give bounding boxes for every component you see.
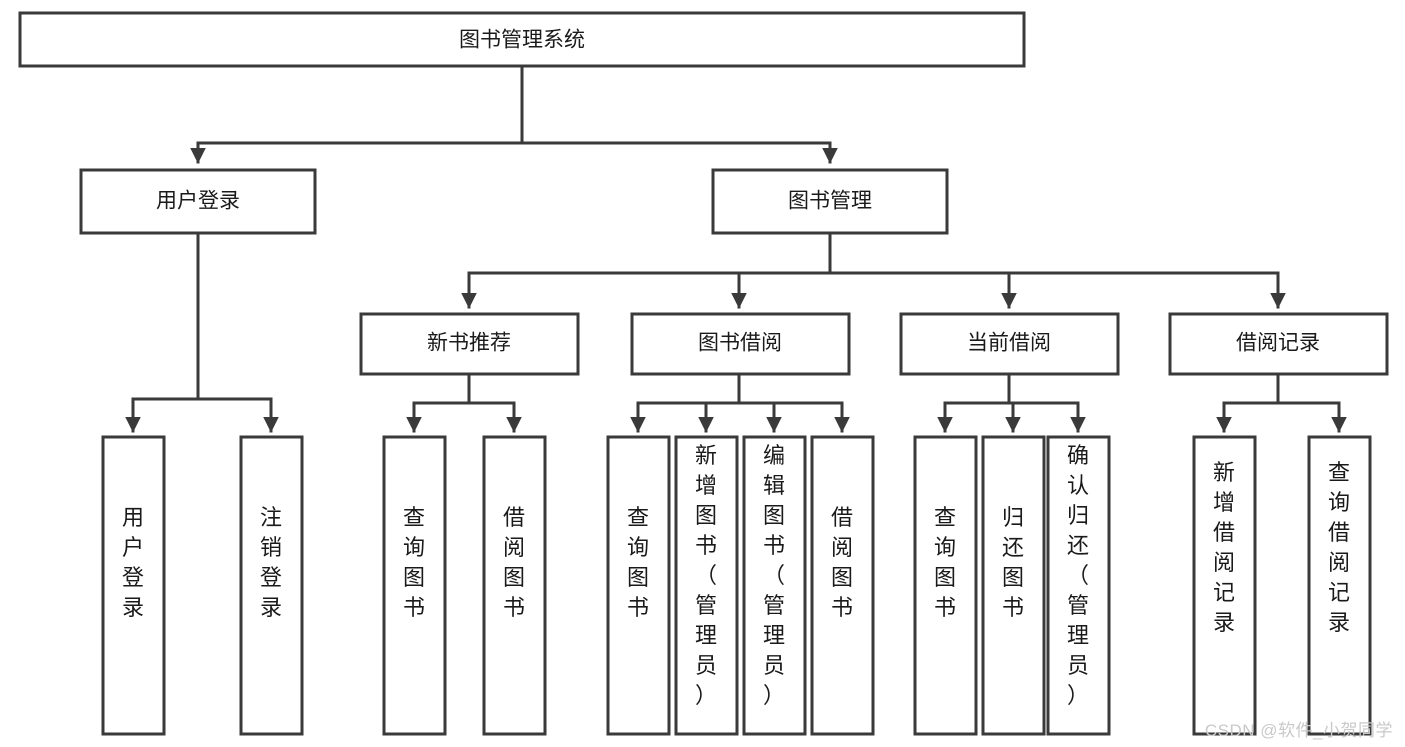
node-current-label: 当前借阅 — [967, 332, 1051, 355]
node-leaf-newbook-1-box[interactable] — [382, 435, 447, 736]
node-current-box[interactable] — [899, 312, 1120, 376]
node-records-label: 借阅记录 — [1236, 332, 1320, 355]
edge-group-newbook-to-leaves — [406, 372, 522, 433]
node-bookmgmt[interactable]: 图书管理 — [711, 168, 949, 235]
node-leaf-borrow-2-label: 新增图书（管理员） — [695, 443, 717, 708]
node-leaf-records-1[interactable]: 新增借阅记录 — [1192, 435, 1257, 736]
node-login-box[interactable] — [79, 168, 317, 235]
node-leaf-current-3-box[interactable] — [1046, 435, 1111, 736]
node-leaf-records-2-box[interactable] — [1307, 435, 1372, 736]
edge-group-records-to-leaves — [1216, 372, 1347, 433]
node-borrow[interactable]: 图书借阅 — [630, 312, 851, 376]
node-borrow-label: 图书借阅 — [698, 332, 782, 355]
node-leaf-current-2-box[interactable] — [981, 435, 1046, 736]
node-leaf-newbook-2-box[interactable] — [482, 435, 547, 736]
node-leaf-borrow-3-box[interactable] — [742, 435, 807, 736]
node-leaf-borrow-1-box[interactable] — [606, 435, 671, 736]
node-leaf-records-1-label: 新增借阅记录 — [1213, 460, 1235, 635]
node-leaf-newbook-1-label: 查询图书 — [403, 505, 425, 620]
node-root-label: 图书管理系统 — [459, 29, 585, 52]
node-leaf-login-2[interactable]: 注销登录 — [239, 435, 304, 736]
node-leaf-login-1[interactable]: 用户登录 — [101, 435, 166, 736]
edge-group-borrow-to-leaves — [630, 372, 850, 433]
node-bookmgmt-box[interactable] — [711, 168, 949, 235]
node-leaf-newbook-2-label: 借阅图书 — [503, 505, 525, 620]
node-bookmgmt-label: 图书管理 — [788, 190, 872, 213]
node-leaf-current-1-label: 查询图书 — [934, 505, 956, 620]
node-leaf-borrow-2[interactable]: 新增图书（管理员） — [674, 435, 739, 736]
edge-group-root-to-level2 — [190, 64, 838, 164]
node-leaf-current-2-label: 归还图书 — [1002, 505, 1024, 620]
node-leaf-records-2-label: 查询借阅记录 — [1328, 460, 1350, 635]
node-leaf-login-1-box[interactable] — [101, 435, 166, 736]
edge-group-bookmgmt-to-level3 — [461, 231, 1286, 309]
node-leaf-login-2-box[interactable] — [239, 435, 304, 736]
node-root-box[interactable] — [18, 11, 1026, 68]
node-leaf-borrow-4-label: 借阅图书 — [831, 505, 853, 620]
node-records-box[interactable] — [1168, 312, 1389, 376]
node-records[interactable]: 借阅记录 — [1168, 312, 1389, 376]
node-leaf-login-2-label: 注销登录 — [260, 505, 282, 620]
node-newbook[interactable]: 新书推荐 — [359, 312, 580, 376]
node-leaf-borrow-1-label: 查询图书 — [627, 505, 649, 620]
node-leaf-current-1[interactable]: 查询图书 — [913, 435, 978, 736]
node-current[interactable]: 当前借阅 — [899, 312, 1120, 376]
node-leaf-current-1-box[interactable] — [913, 435, 978, 736]
node-newbook-box[interactable] — [359, 312, 580, 376]
node-leaf-current-3-label: 确认归还（管理员） — [1067, 443, 1089, 708]
node-leaf-login-1-label: 用户登录 — [122, 505, 144, 620]
node-leaf-current-2[interactable]: 归还图书 — [981, 435, 1046, 736]
node-leaf-borrow-2-box[interactable] — [674, 435, 739, 736]
edge-group-current-to-leaves — [937, 372, 1086, 433]
node-leaf-borrow-3[interactable]: 编辑图书（管理员） — [742, 435, 807, 736]
edge-group-login-to-leaves — [125, 231, 279, 433]
node-leaf-borrow-4[interactable]: 借阅图书 — [810, 435, 875, 736]
node-login-label: 用户登录 — [156, 190, 240, 213]
node-login[interactable]: 用户登录 — [79, 168, 317, 235]
node-leaf-newbook-2[interactable]: 借阅图书 — [482, 435, 547, 736]
node-leaf-current-3[interactable]: 确认归还（管理员） — [1046, 435, 1111, 736]
node-leaf-borrow-3-label: 编辑图书（管理员） — [763, 443, 785, 708]
node-leaf-records-2[interactable]: 查询借阅记录 — [1307, 435, 1372, 736]
node-leaf-borrow-1[interactable]: 查询图书 — [606, 435, 671, 736]
node-leaf-newbook-1[interactable]: 查询图书 — [382, 435, 447, 736]
node-leaf-borrow-4-box[interactable] — [810, 435, 875, 736]
node-borrow-box[interactable] — [630, 312, 851, 376]
node-leaf-records-1-box[interactable] — [1192, 435, 1257, 736]
node-root[interactable]: 图书管理系统 — [18, 11, 1026, 68]
node-newbook-label: 新书推荐 — [427, 332, 511, 355]
